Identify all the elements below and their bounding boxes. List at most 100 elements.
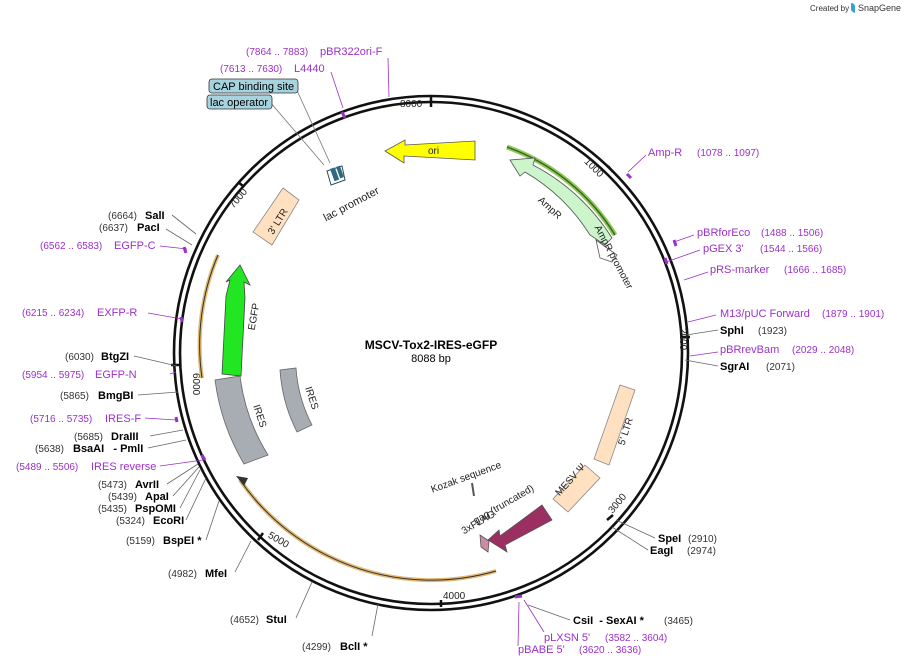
backbone-outer-circle xyxy=(172,94,690,612)
enzyme-sgrai-name[interactable]: SgrAI xyxy=(720,361,749,373)
enzyme-mfei-pos: (4982) xyxy=(168,569,197,580)
kozak-label: Kozak sequence xyxy=(430,460,504,496)
primer-egfpc-pos: (6562 .. 6583) xyxy=(40,241,102,252)
lower-arc-highlight xyxy=(238,478,497,583)
enzyme-bsaai-pos: (5638) xyxy=(35,444,64,455)
primer-pbrforeco-name[interactable]: pBRforEco xyxy=(697,227,750,239)
lower-arc-stroke xyxy=(239,479,497,581)
enzyme-draiii-pos: (5685) xyxy=(74,432,103,443)
tick-label-5000: 5000 xyxy=(266,530,291,551)
ori-feature[interactable] xyxy=(384,139,476,164)
primer-pbrforeco-pos: (1488 .. 1506) xyxy=(761,228,823,239)
mesv-feature[interactable] xyxy=(552,464,601,513)
enzyme-draiii-name[interactable]: DraIII xyxy=(111,431,139,443)
enzyme-bmgbi-pos: (5865) xyxy=(60,391,89,402)
primer-ampr-pos: (1078 .. 1097) xyxy=(697,148,759,159)
ires-inner-feature[interactable] xyxy=(279,367,313,433)
enzyme-spei-pos: (2910) xyxy=(688,534,717,545)
egfp-outer-arc-stroke xyxy=(199,254,219,379)
enzyme-avrii-name[interactable]: AvrII xyxy=(135,479,159,491)
primer-pbrrevbam-name[interactable]: pBRrevBam xyxy=(720,344,779,356)
enzyme-stui-pos: (4652) xyxy=(230,615,259,626)
primer-exfpr-name[interactable]: EXFP-R xyxy=(97,307,137,319)
snapgene-logo-icon xyxy=(851,3,855,13)
tick-label-6000: 6000 xyxy=(190,373,201,396)
ltr3-feature[interactable] xyxy=(252,187,300,246)
lac-promoter-label: lac promoter xyxy=(322,185,382,224)
enzyme-pspomi-name[interactable]: PspOMI xyxy=(135,503,176,515)
ampr-label: AmpR xyxy=(535,195,563,222)
gag-feature[interactable] xyxy=(487,504,553,553)
plasmid-name: MSCV-Tox2-IRES-eGFP xyxy=(365,338,497,352)
enzyme-spei-name[interactable]: SpeI xyxy=(658,533,681,545)
primer-iresrev-pos: (5489 .. 5506) xyxy=(16,462,78,473)
primer-prsmarker-name[interactable]: pRS-marker xyxy=(710,264,770,276)
ltr5-feature[interactable] xyxy=(593,384,636,466)
enzyme-sphi-pos: (1923) xyxy=(758,326,787,337)
enzyme-sali-name[interactable]: SalI xyxy=(145,210,165,222)
enzyme-btgzi-pos: (6030) xyxy=(65,352,94,363)
lac-leader xyxy=(269,101,325,166)
cap-site-feature[interactable] xyxy=(336,165,344,179)
enzyme-bcli-name[interactable]: BclI * xyxy=(340,641,368,653)
primer-pgex3-pos: (1544 .. 1566) xyxy=(760,244,822,255)
primer-exfpr-pos: (6215 .. 6234) xyxy=(22,308,84,319)
primer-egfpc-name[interactable]: EGFP-C xyxy=(114,240,156,252)
cap-binding-box[interactable] xyxy=(208,78,299,94)
enzyme-bspei-name[interactable]: BspEI * xyxy=(163,535,202,547)
tick-marks xyxy=(171,97,690,607)
ampr-promoter-feature[interactable] xyxy=(595,239,618,263)
enzyme-btgzi-name[interactable]: BtgZI xyxy=(101,351,129,363)
enzyme-ecori-pos: (5324) xyxy=(116,516,145,527)
ires-outer-feature[interactable] xyxy=(214,375,269,465)
enzyme-eagi-pos: (2974) xyxy=(687,546,716,557)
primer-ampr-name[interactable]: Amp-R xyxy=(648,147,682,159)
enzyme-stui-name[interactable]: StuI xyxy=(266,614,287,626)
enzyme-ecori-name[interactable]: EcoRI xyxy=(153,515,184,527)
enzyme-paci-pos: (6637) xyxy=(99,223,128,234)
tick-label-2000: 2000 xyxy=(677,328,688,351)
egfp-feature[interactable] xyxy=(221,264,251,377)
lac-operator-box-label: lac operator xyxy=(210,97,268,109)
primer-iresf-name[interactable]: IRES-F xyxy=(105,413,141,425)
tick-label-8000: 8000 xyxy=(400,99,423,110)
enzyme-mfei-name[interactable]: MfeI xyxy=(205,568,227,580)
primer-pbrrevbam-pos: (2029 .. 2048) xyxy=(792,345,854,356)
egfp-outer-arc-highlight xyxy=(197,254,220,379)
egfp-label: EGFP xyxy=(247,302,263,331)
primer-m13-name[interactable]: M13/pUC Forward xyxy=(720,308,810,320)
primer-plxsn-name[interactable]: pLXSN 5' xyxy=(544,632,590,644)
cap-binding-box-label: CAP binding site xyxy=(213,81,294,93)
flag-feature[interactable] xyxy=(479,534,490,553)
primer-pgex3-name[interactable]: pGEX 3' xyxy=(703,243,744,255)
tick-label-4000: 4000 xyxy=(443,591,466,602)
plasmid-size: 8088 bp xyxy=(411,353,451,365)
primer-pbabe-name[interactable]: pBABE 5' xyxy=(518,644,565,656)
primer-leaders xyxy=(144,57,719,647)
enzyme-bsaai-name[interactable]: BsaAI - PmlI xyxy=(73,443,143,455)
primer-iresf-pos: (5716 .. 5735) xyxy=(30,414,92,425)
lac-operator-feature[interactable] xyxy=(330,167,340,182)
brand-text: SnapGene xyxy=(858,3,901,13)
enzyme-pspomi-pos: (5435) xyxy=(98,504,127,515)
enzyme-sgrai-pos: (2071) xyxy=(766,362,795,373)
lac-operator-box[interactable] xyxy=(206,94,273,110)
primer-iresrev-name[interactable]: IRES reverse xyxy=(91,461,156,473)
enzyme-apai-name[interactable]: ApaI xyxy=(145,491,169,503)
enzyme-bspei-pos: (5159) xyxy=(126,536,155,547)
enzyme-bmgbi-name[interactable]: BmgBI xyxy=(98,390,133,402)
enzyme-eagi-name[interactable]: EagI xyxy=(650,545,673,557)
enzyme-bcli-pos: (4299) xyxy=(302,642,331,653)
primer-pbr322ori-name[interactable]: pBR322ori-F xyxy=(320,46,383,58)
cap-leader xyxy=(294,85,331,164)
enzyme-paci-name[interactable]: PacI xyxy=(137,222,160,234)
primer-pbabe-pos: (3620 .. 3636) xyxy=(579,645,641,656)
primer-plxsn-pos: (3582 .. 3604) xyxy=(605,633,667,644)
ampr-outer-stroke xyxy=(506,146,616,236)
primer-l4440-name[interactable]: L4440 xyxy=(294,63,325,75)
ampr-feature[interactable] xyxy=(509,157,613,246)
enzyme-csii-name[interactable]: CsiI - SexAI * xyxy=(573,615,645,627)
primer-egfpn-name[interactable]: EGFP-N xyxy=(95,369,137,381)
ori-label: ori xyxy=(428,146,439,157)
enzyme-sphi-name[interactable]: SphI xyxy=(720,325,744,337)
